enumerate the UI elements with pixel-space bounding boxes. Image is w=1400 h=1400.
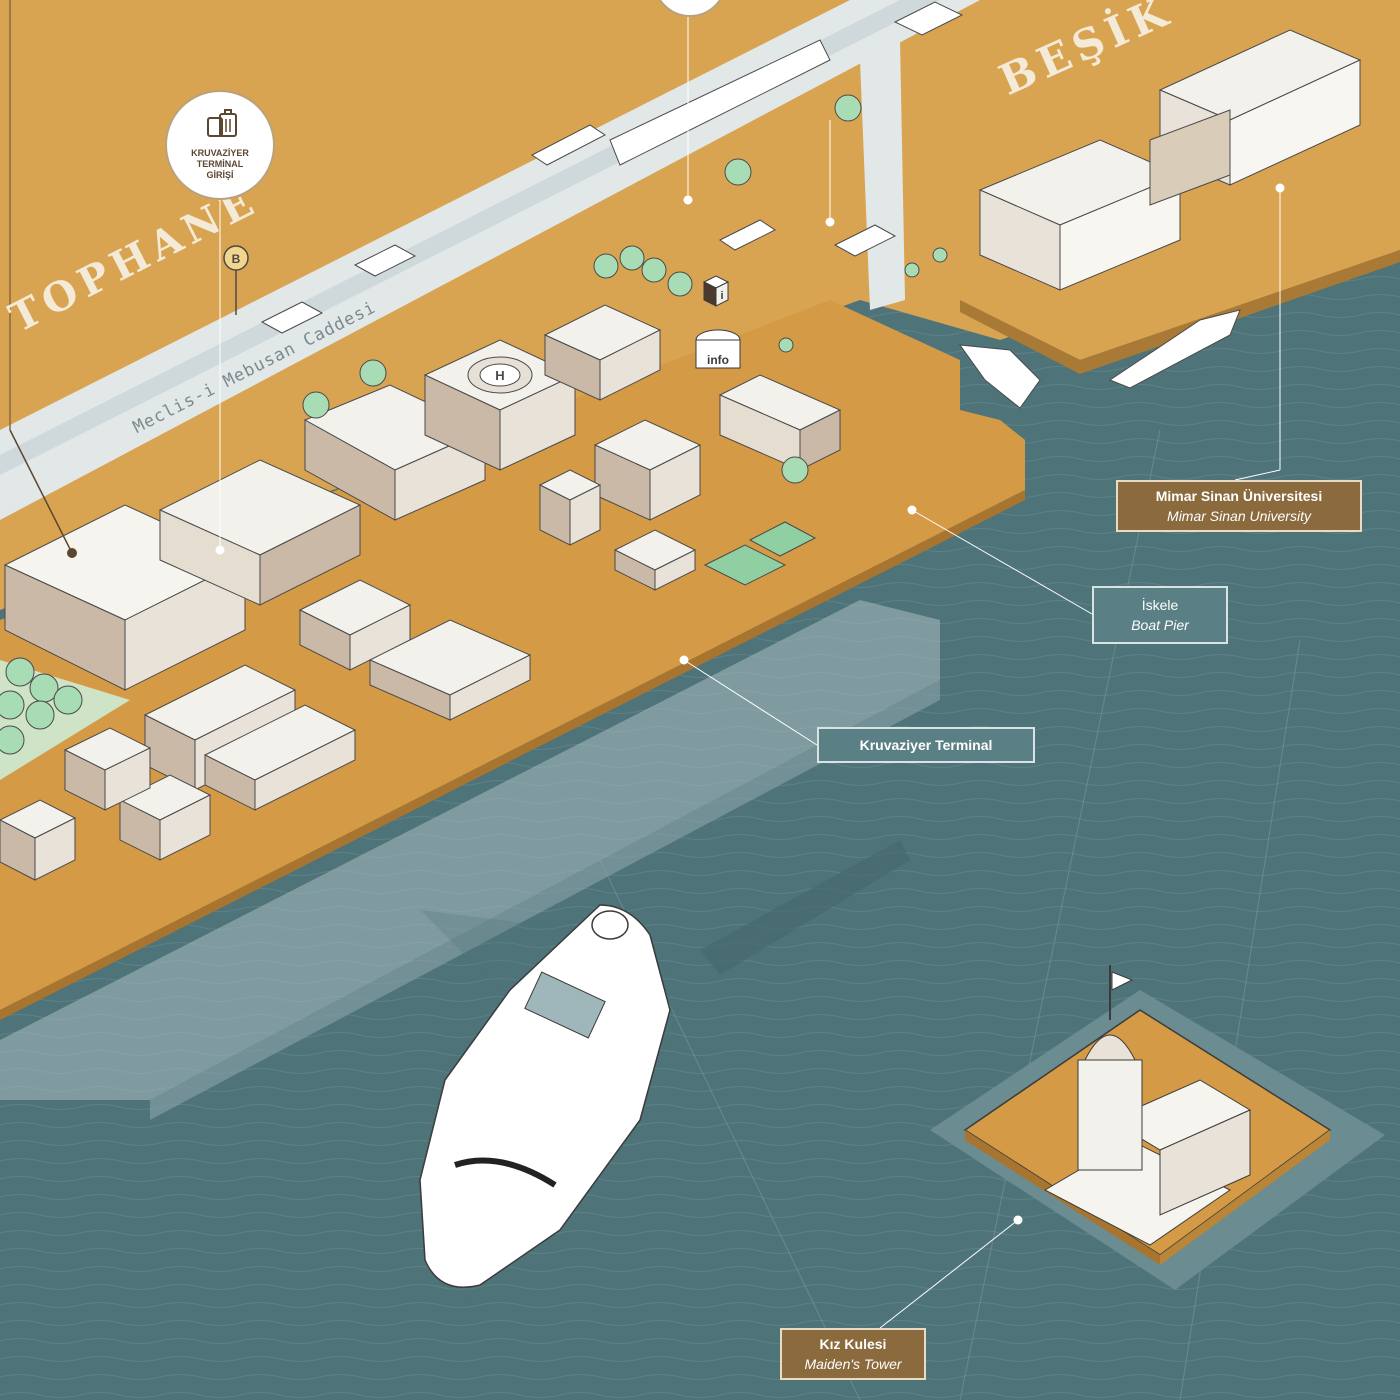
terminal-underground-edge (150, 680, 940, 1120)
terminal-marker (67, 548, 77, 558)
info-kiosk-body (695, 339, 741, 369)
street-trees (302, 94, 948, 484)
terminal-underground (0, 600, 940, 1100)
badge-text: KRUVAZİYER TERMİNAL GİRİŞİ (167, 148, 273, 181)
badge-line-1: KRUVAZİYER (191, 148, 249, 158)
label-mimar-sinan-tr: Mimar Sinan Üniversitesi (1155, 488, 1323, 504)
label-mimar-sinan[interactable]: Mimar Sinan Üniversitesi Mimar Sinan Uni… (1116, 480, 1362, 532)
road-main (0, 0, 980, 520)
info-cube-face (715, 281, 729, 307)
top-badge (658, 0, 722, 17)
helipad-letter: H (495, 368, 504, 383)
cruise-ship (418, 904, 675, 1300)
luggage-icon (207, 109, 237, 137)
leader-terminal (9, 429, 73, 554)
label-kruvaziyer-terminal[interactable]: Kruvaziyer Terminal (817, 727, 1035, 763)
lawn-1 (703, 544, 787, 586)
lawn-2 (748, 521, 817, 557)
info-kiosk-text: info (707, 353, 729, 367)
kiz-kulesi-island (930, 965, 1385, 1290)
badge-line-3: GİRİŞİ (206, 170, 234, 180)
leader-lines (215, 10, 1285, 1329)
pier-edge (0, 490, 1025, 1020)
terminal-buildings (0, 304, 842, 881)
park-trees (0, 657, 83, 755)
badge-line-2: TERMİNAL (196, 159, 244, 169)
tram (609, 39, 831, 166)
label-kruvaziyer-tr: Kruvaziyer Terminal (859, 737, 993, 753)
label-kiz-kulesi-en: Maiden's Tower (804, 1356, 902, 1372)
label-kiz-kulesi-tr: Kız Kulesi (819, 1336, 887, 1352)
label-iskele-tr: İskele (1141, 597, 1179, 613)
ship-shadow (700, 840, 910, 975)
cruise-terminal-entrance-badge: KRUVAZİYER TERMİNAL GİRİŞİ (165, 90, 275, 200)
label-iskele-en: Boat Pier (1131, 617, 1189, 633)
bus-stop-letter: B (232, 252, 241, 266)
info-cube-letter: i (720, 290, 723, 302)
label-iskele[interactable]: İskele Boat Pier (1092, 586, 1228, 644)
helipad (467, 356, 533, 394)
label-mimar-sinan-en: Mimar Sinan University (1167, 508, 1311, 524)
mimar-sinan-buildings (978, 29, 1362, 291)
cars (260, 1, 964, 334)
boats (958, 309, 1241, 409)
label-kiz-kulesi[interactable]: Kız Kulesi Maiden's Tower (780, 1328, 926, 1380)
